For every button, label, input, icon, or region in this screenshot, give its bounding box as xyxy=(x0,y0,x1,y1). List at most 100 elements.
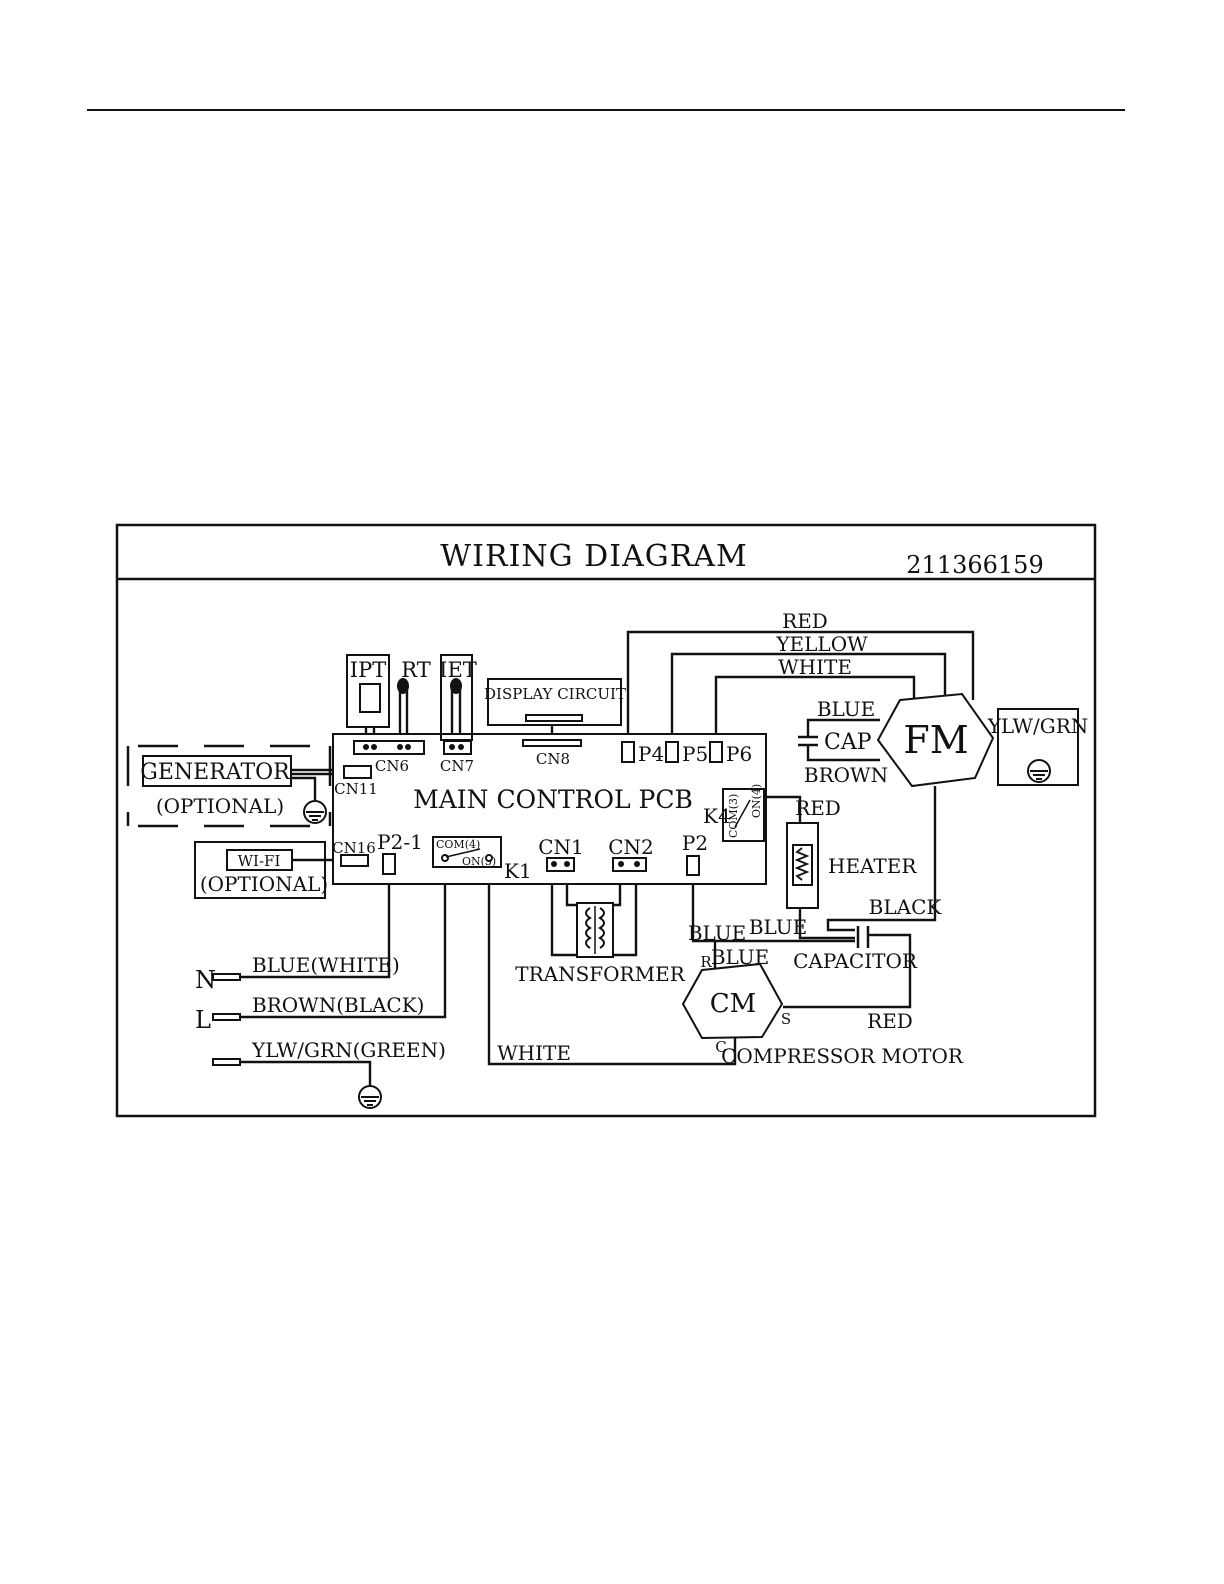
p6-terminal xyxy=(709,741,723,763)
cn6-label: CN6 xyxy=(375,757,409,775)
wire-brown-cap-label: BROWN xyxy=(804,763,888,787)
p2-label: P2 xyxy=(682,831,708,855)
main-pcb-label: MAIN CONTROL PCB xyxy=(413,785,693,814)
cn2-connector xyxy=(612,857,647,872)
cn2-label: CN2 xyxy=(608,835,654,859)
k1-com-label: COM(4) xyxy=(436,838,480,851)
fan-motor-label: FM xyxy=(903,718,968,762)
wire-red-top-label: RED xyxy=(782,609,828,633)
cn8-label: CN8 xyxy=(536,750,570,768)
k1-contact xyxy=(485,854,493,862)
cn1-label: CN1 xyxy=(538,835,584,859)
generator-label: GENERATOR xyxy=(140,760,291,785)
fm-ground-label: YLW/GRN xyxy=(987,714,1089,738)
cn11-label: CN11 xyxy=(334,780,378,798)
p5-label: P5 xyxy=(682,742,708,766)
p5-terminal xyxy=(665,741,679,763)
cn2-pin xyxy=(618,861,624,867)
wire-blue-p2-label: BLUE xyxy=(688,921,746,945)
cm-s-label: S xyxy=(781,1010,791,1028)
ipt-sensor xyxy=(346,654,390,728)
cn6-pin xyxy=(397,744,403,750)
rt-label: RT xyxy=(401,658,430,682)
k4-label: K4 xyxy=(703,804,731,828)
cn7-label: CN7 xyxy=(440,757,474,775)
cn1-pin xyxy=(551,861,557,867)
fm-ground-icon xyxy=(1027,759,1051,783)
earth-ground-icon xyxy=(358,1085,382,1109)
cn16-label: CN16 xyxy=(332,839,376,857)
cn11-connector xyxy=(343,765,372,779)
k4-switch-arm xyxy=(734,799,751,828)
cn6-connector xyxy=(353,740,425,755)
fan-capacitor xyxy=(798,735,818,747)
wire-red-s-label: RED xyxy=(867,1009,913,1033)
rt-sensor xyxy=(397,678,409,694)
diagram-title: WIRING DIAGRAM xyxy=(440,539,747,574)
cn16-connector xyxy=(340,854,369,867)
wifi-label: WI-FI xyxy=(238,852,281,870)
cn2-pin xyxy=(634,861,640,867)
wifi-box xyxy=(226,849,293,871)
wire-yellow-label: YELLOW xyxy=(775,632,868,656)
fan-cap-label: CAP xyxy=(824,730,872,755)
diagram-frame xyxy=(115,523,1097,1118)
wifi-enclosure xyxy=(194,841,326,899)
p2-1-label: P2-1 xyxy=(377,830,423,854)
wire-red-heater-label: RED xyxy=(795,796,841,820)
cn8-connector xyxy=(522,739,582,747)
k4-com-label: COM(3) xyxy=(727,794,740,838)
heater-coil-icon xyxy=(794,847,810,881)
wire-blue-r-label: BLUE xyxy=(711,945,769,969)
generator-optional-label: (OPTIONAL) xyxy=(156,794,284,818)
cm-r-label: R xyxy=(700,953,712,971)
generator-enclosure xyxy=(126,744,332,828)
transformer-coil-icon xyxy=(585,906,605,954)
cn7-pin xyxy=(458,744,464,750)
wire-blue-heater-label: BLUE xyxy=(749,915,807,939)
ipt-element xyxy=(359,683,381,713)
compressor-motor-label: CM xyxy=(710,989,757,1019)
k4-on-label: ON(4) xyxy=(750,784,763,818)
compressor-capacitor xyxy=(856,926,876,948)
cn7-connector xyxy=(443,740,472,755)
transformer-label: TRANSFORMER xyxy=(515,962,685,986)
generator-ground-icon xyxy=(303,800,327,824)
display-connector xyxy=(525,714,583,722)
iet-element xyxy=(450,678,462,694)
cn1-pin xyxy=(564,861,570,867)
p4-label: P4 xyxy=(638,742,664,766)
p4-terminal xyxy=(621,741,635,763)
cm-c-label: C xyxy=(715,1038,726,1056)
wire-black-label: BLACK xyxy=(869,895,943,919)
p2-1-terminal xyxy=(382,853,396,875)
k1-contact xyxy=(441,854,449,862)
iet-label: IET xyxy=(439,658,477,682)
header-rule xyxy=(87,109,1125,111)
cn6-pin xyxy=(405,744,411,750)
fan-motor xyxy=(876,692,995,788)
capacitor-label: CAPACITOR xyxy=(793,949,918,973)
compressor-label: COMPRESSOR MOTOR xyxy=(721,1044,964,1068)
cn7-pin xyxy=(449,744,455,750)
l-label: L xyxy=(195,1006,211,1034)
wire-white-top-label: WHITE xyxy=(778,655,852,679)
k1-switch-arm xyxy=(445,848,481,858)
k4-relay xyxy=(722,788,765,842)
wire-white-c-label: WHITE xyxy=(497,1041,571,1065)
ground-terminal xyxy=(212,1058,241,1066)
p2-terminal xyxy=(686,855,700,876)
k1-label: K1 xyxy=(504,859,532,883)
ground-wire-label: YLW/GRN(GREEN) xyxy=(251,1038,446,1062)
display-circuit-label: DISPLAY CIRCUIT xyxy=(484,685,626,703)
ipt-label: IPT xyxy=(350,658,386,682)
generator-box xyxy=(142,755,292,787)
part-number: 211366159 xyxy=(906,551,1043,579)
cn6-pin xyxy=(371,744,377,750)
l-terminal xyxy=(212,1013,241,1021)
l-wire-label: BROWN(BLACK) xyxy=(252,993,424,1017)
wifi-optional-label: (OPTIONAL) xyxy=(200,872,328,896)
n-terminal xyxy=(212,973,241,981)
compressor-motor xyxy=(681,962,784,1040)
cn6-pin xyxy=(363,744,369,750)
